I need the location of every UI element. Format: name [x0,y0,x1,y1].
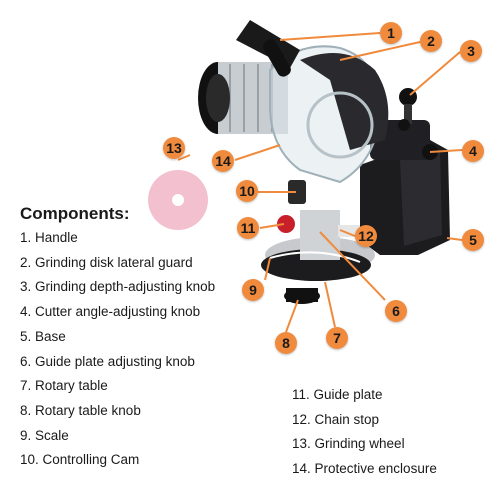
component-item: 8. Rotary table knob [20,402,141,418]
component-item: 14. Protective enclosure [292,461,437,477]
handle-grip [263,39,291,77]
callout-5: 5 [462,229,484,251]
component-item: 4. Cutter angle-adjusting knob [20,304,201,320]
component-item: 5. Base [20,328,66,344]
leader-lines [177,32,463,333]
component-item: 6. Guide plate adjusting knob [20,353,195,369]
components-heading: Components: [20,204,130,223]
base-rear-panel [400,150,442,246]
component-item: 11. Guide plate [292,387,383,402]
callout-8: 8 [275,332,297,354]
callout-13: 13 [163,137,185,159]
callout-14: 14 [212,150,234,172]
callout-12: 12 [355,225,377,247]
callout-1: 1 [380,22,402,44]
component-item: 1. Handle [20,230,78,245]
scale-arc [269,251,361,263]
component-item: 9. Scale [20,427,69,443]
components-list-right: 11. Guide plate 12. Chain stop 13. Grind… [292,383,437,482]
callout-3: 3 [460,40,482,62]
grinding-disk [306,91,374,159]
component-item: 3. Grinding depth-adjusting knob [20,279,216,295]
component-item: 12. Chain stop [292,411,380,427]
lateral-guard-shape [300,52,389,150]
callout-10: 10 [236,180,258,202]
callout-2: 2 [420,30,442,52]
component-item: 7. Rotary table [20,378,108,394]
guide-plate-knob [277,215,295,233]
grinding-wheel [148,170,208,230]
components-list-left: 1. Handle 2. Grinding disk lateral guard… [20,226,215,473]
callout-4: 4 [462,140,484,162]
callout-7: 7 [326,327,348,349]
rotary-table-knob [284,288,320,304]
chain-stop [338,225,360,237]
component-item: 10. Controlling Cam [20,452,140,468]
callout-9: 9 [242,279,264,301]
cam-shape [288,180,306,204]
component-item: 13. Grinding wheel [292,436,405,452]
callout-6: 6 [385,300,407,322]
callout-11: 11 [237,217,259,239]
component-item: 2. Grinding disk lateral guard [20,254,193,270]
